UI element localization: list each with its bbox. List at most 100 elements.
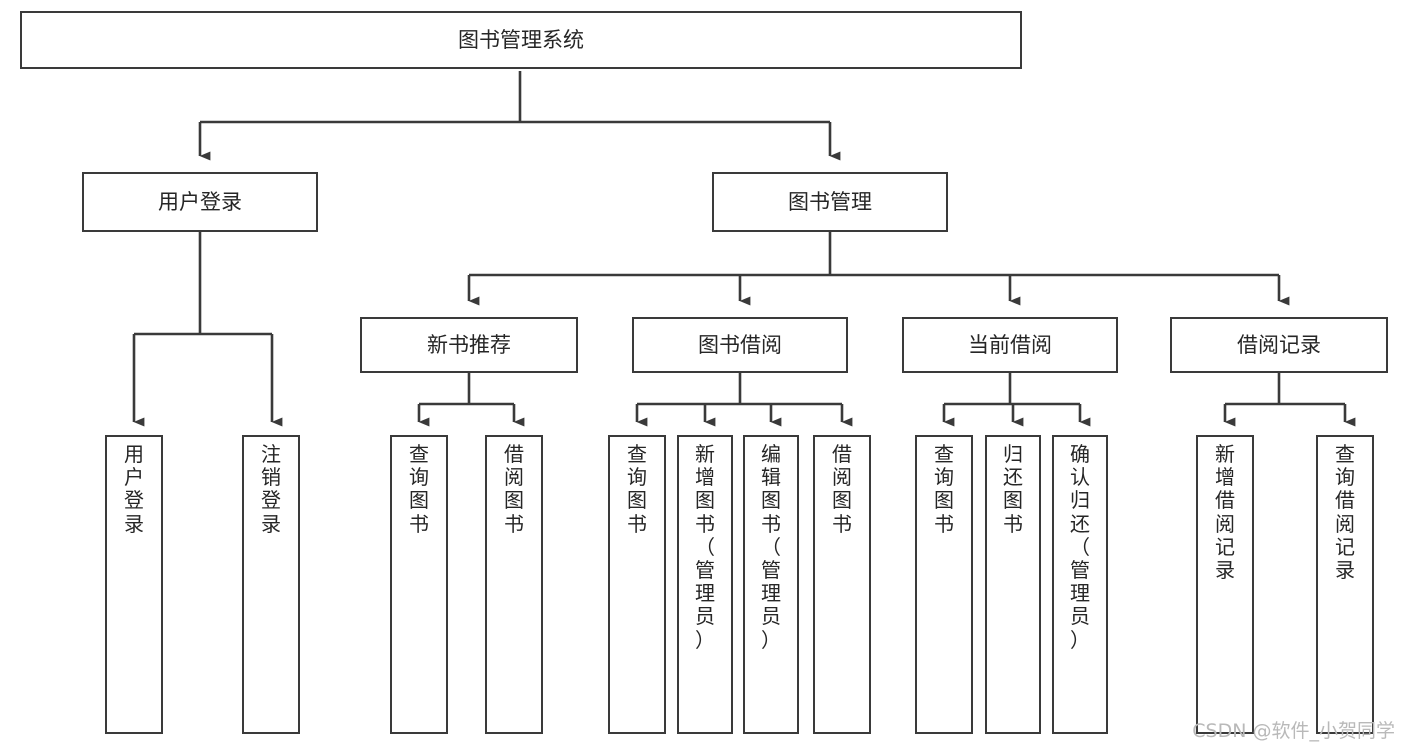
- leaf-label-char: 理: [1070, 581, 1090, 606]
- leaf-label-char: 还: [1070, 511, 1090, 536]
- leaf-label-char: 管: [761, 557, 781, 582]
- leaf-label-char: 录: [124, 511, 144, 536]
- leaf-label-char: 录: [261, 511, 281, 536]
- node-borrow-record[interactable]: 借阅记录: [1170, 317, 1388, 373]
- leaf-label-char: 阅: [832, 465, 852, 490]
- leaf-label: 编辑图书（管理员）: [745, 442, 797, 652]
- node-book-borrow[interactable]: 图书借阅: [632, 317, 848, 373]
- node-new-book-recommend[interactable]: 新书推荐: [360, 317, 578, 373]
- leaf-label-char: 借: [504, 442, 524, 466]
- leaf-label-char: ）: [761, 627, 781, 652]
- leaf-label: 新增图书（管理员）: [679, 442, 731, 652]
- leaf-label-char: 归: [1070, 488, 1090, 513]
- leaf-label-char: 图: [761, 488, 781, 513]
- leaf-label-char: 员: [695, 604, 715, 629]
- leaf-label-char: 认: [1070, 465, 1090, 490]
- leaf-book-borrow-edit-book-admin[interactable]: 编辑图书（管理员）: [743, 435, 799, 734]
- leaf-label-char: 归: [1003, 442, 1023, 466]
- leaf-label-char: 书: [1003, 511, 1023, 536]
- leaf-label-char: 确: [1070, 442, 1090, 466]
- leaf-label-char: 查: [627, 442, 647, 466]
- leaf-label-char: 新: [1215, 442, 1235, 466]
- leaf-label-char: 还: [1003, 465, 1023, 490]
- leaf-borrow-record-query-record[interactable]: 查询借阅记录: [1316, 435, 1374, 734]
- leaf-label: 借阅图书: [487, 442, 541, 536]
- leaf-new-book-query-books[interactable]: 查询图书: [390, 435, 448, 734]
- leaf-label-char: （: [1070, 534, 1090, 559]
- leaf-current-borrow-query-books[interactable]: 查询图书: [915, 435, 973, 734]
- leaf-label-char: 图: [504, 488, 524, 513]
- leaf-borrow-record-add-record[interactable]: 新增借阅记录: [1196, 435, 1254, 734]
- leaf-label-char: 录: [1335, 557, 1355, 582]
- node-label: 图书管理系统: [458, 27, 584, 52]
- leaf-book-borrow-query-books[interactable]: 查询图书: [608, 435, 666, 734]
- leaf-label-char: 员: [761, 604, 781, 629]
- leaf-label-char: 增: [695, 465, 715, 490]
- leaf-label-char: 辑: [761, 465, 781, 490]
- leaf-book-borrow-borrow-books[interactable]: 借阅图书: [813, 435, 871, 734]
- node-label: 当前借阅: [968, 332, 1052, 357]
- leaf-label-char: 询: [934, 465, 954, 490]
- leaf-label-char: 图: [627, 488, 647, 513]
- leaf-label-char: 借: [1215, 488, 1235, 513]
- node-book-management[interactable]: 图书管理: [712, 172, 948, 232]
- leaf-label-char: ）: [695, 627, 715, 652]
- leaf-label: 新增借阅记录: [1198, 442, 1252, 582]
- leaf-label: 用户登录: [107, 442, 161, 536]
- leaf-label-char: 编: [761, 442, 781, 466]
- leaf-label-char: 查: [1335, 442, 1355, 466]
- leaf-label-char: 增: [1215, 465, 1235, 490]
- leaf-label-char: 询: [409, 465, 429, 490]
- leaf-label-char: 用: [124, 442, 144, 466]
- leaf-label-char: 借: [832, 442, 852, 466]
- leaf-label-char: 销: [261, 465, 281, 490]
- leaf-label-char: 户: [124, 465, 144, 490]
- leaf-label-char: 书: [409, 511, 429, 536]
- leaf-label: 查询借阅记录: [1318, 442, 1372, 582]
- node-user-login[interactable]: 用户登录: [82, 172, 318, 232]
- leaf-label: 注销登录: [244, 442, 298, 536]
- leaf-label-char: 录: [1215, 557, 1235, 582]
- leaf-label-char: 阅: [504, 465, 524, 490]
- node-current-borrow[interactable]: 当前借阅: [902, 317, 1118, 373]
- leaf-label-char: 登: [261, 488, 281, 513]
- leaf-label-char: 理: [761, 581, 781, 606]
- leaf-label-char: 询: [1335, 465, 1355, 490]
- leaf-label-char: 书: [695, 511, 715, 536]
- leaf-label-char: 图: [695, 488, 715, 513]
- leaf-user-login-login[interactable]: 用户登录: [105, 435, 163, 734]
- leaf-label-char: 图: [409, 488, 429, 513]
- leaf-label-char: 理: [695, 581, 715, 606]
- leaf-label-char: 书: [934, 511, 954, 536]
- leaf-new-book-borrow-books[interactable]: 借阅图书: [485, 435, 543, 734]
- leaf-label: 确认归还（管理员）: [1054, 442, 1106, 652]
- leaf-label: 借阅图书: [815, 442, 869, 536]
- leaf-label-char: 询: [627, 465, 647, 490]
- leaf-label-char: 新: [695, 442, 715, 466]
- leaf-label-char: 借: [1335, 488, 1355, 513]
- leaf-current-borrow-return-books[interactable]: 归还图书: [985, 435, 1041, 734]
- node-label: 图书管理: [788, 189, 872, 214]
- leaf-label-char: 图: [832, 488, 852, 513]
- node-root-book-management-system[interactable]: 图书管理系统: [20, 11, 1022, 69]
- leaf-label-char: 图: [1003, 488, 1023, 513]
- leaf-label: 查询图书: [392, 442, 446, 536]
- leaf-label-char: 管: [695, 557, 715, 582]
- leaf-label-char: 员: [1070, 604, 1090, 629]
- leaf-label-char: 查: [934, 442, 954, 466]
- leaf-label: 归还图书: [987, 442, 1039, 536]
- leaf-label-char: 记: [1215, 534, 1235, 559]
- leaf-label-char: 阅: [1335, 511, 1355, 536]
- leaf-book-borrow-add-book-admin[interactable]: 新增图书（管理员）: [677, 435, 733, 734]
- leaf-label-char: （: [761, 534, 781, 559]
- leaf-label-char: 注: [261, 442, 281, 466]
- leaf-label-char: 图: [934, 488, 954, 513]
- leaf-current-borrow-confirm-return-admin[interactable]: 确认归还（管理员）: [1052, 435, 1108, 734]
- leaf-label-char: 查: [409, 442, 429, 466]
- leaf-label-char: 书: [832, 511, 852, 536]
- node-label: 借阅记录: [1237, 332, 1321, 357]
- leaf-label-char: 书: [504, 511, 524, 536]
- leaf-user-login-logout[interactable]: 注销登录: [242, 435, 300, 734]
